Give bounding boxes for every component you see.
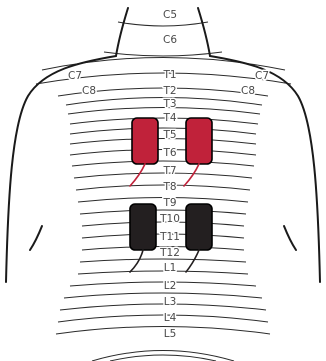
label-left-c8: C8 xyxy=(82,85,96,97)
label-l2: L2 xyxy=(164,280,177,292)
lower-left-electrode-lead xyxy=(130,250,143,272)
neck-right-outline xyxy=(198,8,210,56)
left-armpit-outline xyxy=(30,226,42,250)
label-t2: T2 xyxy=(162,85,176,97)
upper-left-electrode-lead xyxy=(130,164,145,186)
lower-right-electrode-lead xyxy=(186,250,199,272)
label-t5: T5 xyxy=(162,129,176,141)
upper-right-electrode-pad xyxy=(186,118,212,164)
lower-right-electrode-pad xyxy=(186,204,212,250)
label-l3: L3 xyxy=(164,296,177,308)
left-shoulder-outline xyxy=(6,56,116,282)
label-t6: T6 xyxy=(162,147,176,159)
dermatome-line xyxy=(118,22,208,26)
label-t10: T10 xyxy=(159,213,180,225)
label-l5: L5 xyxy=(164,328,177,340)
label-t1: T1 xyxy=(162,69,176,81)
dermatome-line xyxy=(104,52,222,56)
label-t4: T4 xyxy=(162,112,176,124)
label-c6: C6 xyxy=(163,34,177,46)
label-l4: L4 xyxy=(164,312,177,324)
label-t7: T7 xyxy=(162,165,176,177)
label-t8: T8 xyxy=(162,181,176,193)
right-shoulder-outline xyxy=(210,56,320,282)
label-t3: T3 xyxy=(162,98,176,110)
label-right-c8: C8 xyxy=(241,85,255,97)
label-t12: T12 xyxy=(159,247,180,259)
label-right-c7: C7 xyxy=(255,70,269,82)
label-t9: T9 xyxy=(162,197,176,209)
right-armpit-outline xyxy=(284,226,296,250)
dermatome-line xyxy=(92,351,234,361)
label-left-c7: C7 xyxy=(68,70,82,82)
neck-left-outline xyxy=(116,8,128,56)
label-c5: C5 xyxy=(163,9,177,21)
label-l1: L1 xyxy=(164,262,177,274)
upper-right-electrode-lead xyxy=(184,164,199,186)
lower-left-electrode-pad xyxy=(130,204,156,250)
upper-left-electrode-pad xyxy=(132,118,158,164)
label-t11: T11 xyxy=(159,231,180,243)
dermatome-line xyxy=(110,355,216,361)
